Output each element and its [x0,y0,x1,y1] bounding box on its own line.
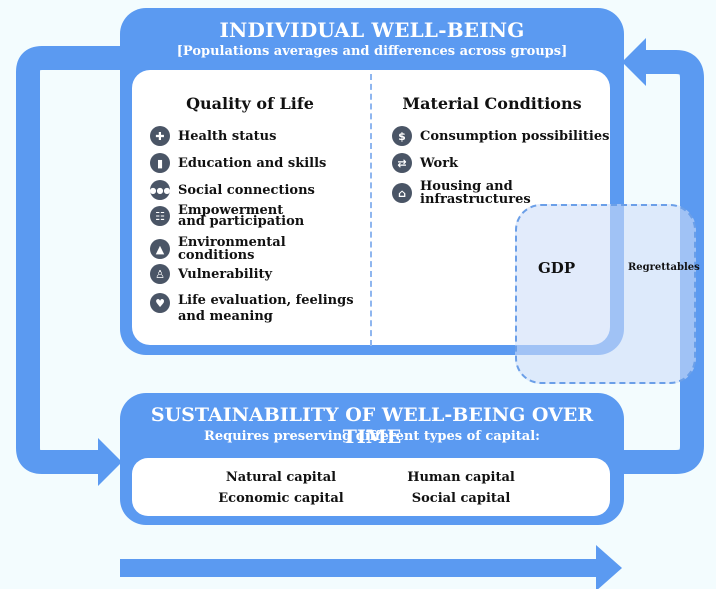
sustainability-title: SUSTAINABILITY OF WELL-BEING OVER TIME [150,404,594,448]
money-icon: $ [392,126,412,146]
capital-panel [132,458,610,516]
gdp-box [515,204,696,384]
gdp-label: GDP [538,259,576,277]
list-item: ♙ Vulnerability [150,264,365,284]
empowerment-icon: ☷ [150,206,170,226]
bottom-arrowhead [596,545,622,589]
sustainability-subtitle: Requires preserving different types of c… [204,429,540,444]
list-item: ▮ Education and skills [150,153,365,173]
material-conditions-heading: Material Conditions [402,94,582,113]
list-item-label: Housing and infrastructures [420,179,531,207]
individual-wellbeing-subtitle: [Populations averages and differences ac… [176,44,568,59]
list-item: ♥ Life evaluation, feelings and meaning [150,293,365,325]
list-item-label: Environmental conditions [178,235,286,263]
right-arrowhead [622,38,646,86]
vulnerability-icon: ♙ [150,264,170,284]
list-item: $ Consumption possibilities [392,126,612,146]
economic-capital-label: Economic capital [218,491,344,506]
human-capital-label: Human capital [407,470,515,485]
tree-icon: ▲ [150,239,170,259]
list-item: ●●● Social connections [150,180,365,200]
column-divider [370,74,372,346]
left-loop-arrow [16,46,120,474]
list-item-label: Life evaluation, feelings and meaning [178,293,354,324]
list-item: ⌂ Housing and infrastructures [392,180,612,206]
list-item-label: Consumption possibilities [420,128,610,144]
heart-icon: ♥ [150,293,170,313]
social-capital-label: Social capital [411,491,511,506]
house-icon: ⌂ [392,183,412,203]
list-item-label: Education and skills [178,155,327,171]
list-item-label: Work [420,155,459,171]
list-item-label: Health status [178,128,277,144]
health-icon: ✚ [150,126,170,146]
regrettables-label: Regrettables [628,262,700,273]
left-arrowhead [98,438,122,486]
work-icon: ⇄ [392,153,412,173]
natural-capital-label: Natural capital [225,470,337,485]
list-item: ✚ Health status [150,126,365,146]
quality-of-life-heading: Quality of Life [186,94,314,113]
individual-wellbeing-title: INDIVIDUAL WELL-BEING [219,18,525,42]
list-item-label: Empowerment and participation [178,203,305,229]
list-item-label: Vulnerability [178,266,273,282]
people-icon: ●●● [150,180,170,200]
book-icon: ▮ [150,153,170,173]
list-item: ⇄ Work [392,153,612,173]
list-item: ☷ Empowerment and participation [150,203,310,229]
list-item: ▲ Environmental conditions [150,236,365,262]
list-item-label: Social connections [178,182,315,198]
bottom-arrow-shaft [120,559,598,577]
